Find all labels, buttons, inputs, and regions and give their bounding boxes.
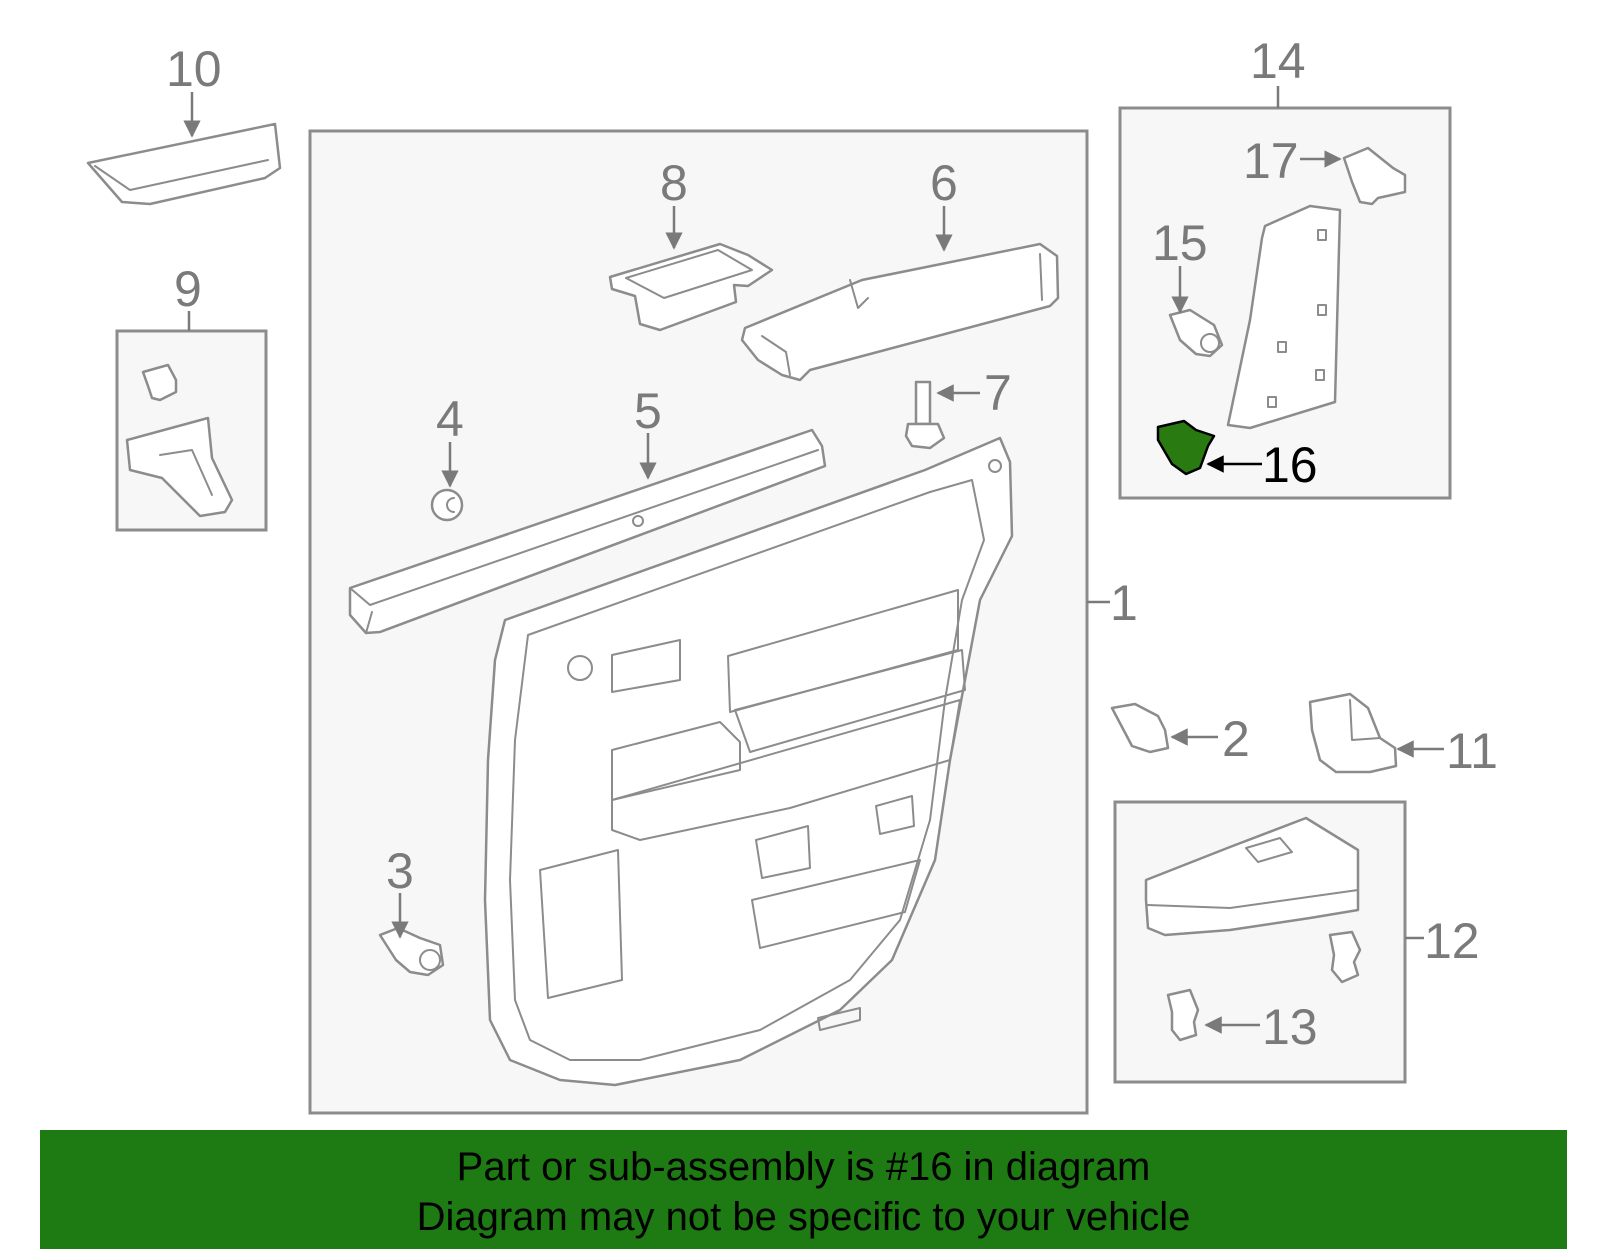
part-15-shape[interactable]	[1168, 308, 1224, 358]
part-13-shape[interactable]	[1166, 930, 1362, 1042]
callout-15: 15	[1152, 215, 1208, 271]
callout-4: 4	[436, 391, 464, 447]
callout-17: 17	[1243, 133, 1299, 189]
banner-line-disclaimer: Diagram may not be specific to your vehi…	[416, 1195, 1191, 1239]
part-14-shape[interactable]	[1226, 204, 1342, 430]
callout-1: 1	[1110, 575, 1138, 631]
callout-6: 6	[930, 155, 958, 211]
callout-2: 2	[1222, 711, 1250, 767]
callout-9: 9	[174, 261, 202, 317]
part-7-shape[interactable]	[904, 380, 946, 450]
part-11-shape[interactable]	[1308, 692, 1398, 774]
callout-8: 8	[660, 155, 688, 211]
part-8-shape[interactable]	[608, 242, 774, 332]
part-10-shape[interactable]	[86, 122, 282, 206]
info-banner: Part or sub-assembly is #16 in diagram D…	[40, 1130, 1567, 1249]
part-12-shape[interactable]	[1144, 816, 1360, 937]
callout-13: 13	[1262, 999, 1318, 1055]
part-2-shape[interactable]	[1110, 702, 1170, 754]
part-5-shape[interactable]	[348, 428, 827, 635]
part-4-shape[interactable]	[430, 488, 464, 522]
callout-3: 3	[386, 843, 414, 899]
callout-14: 14	[1250, 33, 1306, 89]
part-17-shape[interactable]	[1342, 146, 1407, 206]
callout-11: 11	[1446, 723, 1498, 779]
callout-16: 16	[1262, 437, 1318, 493]
part-6-shape[interactable]	[740, 242, 1060, 382]
callout-10: 10	[166, 41, 222, 97]
part-9-shape[interactable]	[125, 363, 234, 518]
callout-12: 12	[1424, 913, 1480, 969]
callout-7: 7	[984, 365, 1012, 421]
part-1-shape[interactable]	[483, 436, 1014, 1087]
part-16-shape[interactable]	[1156, 419, 1216, 476]
leader-lines	[183, 86, 1444, 1034]
banner-line-part: Part or sub-assembly is #16 in diagram	[456, 1145, 1151, 1189]
callout-5: 5	[634, 383, 662, 439]
